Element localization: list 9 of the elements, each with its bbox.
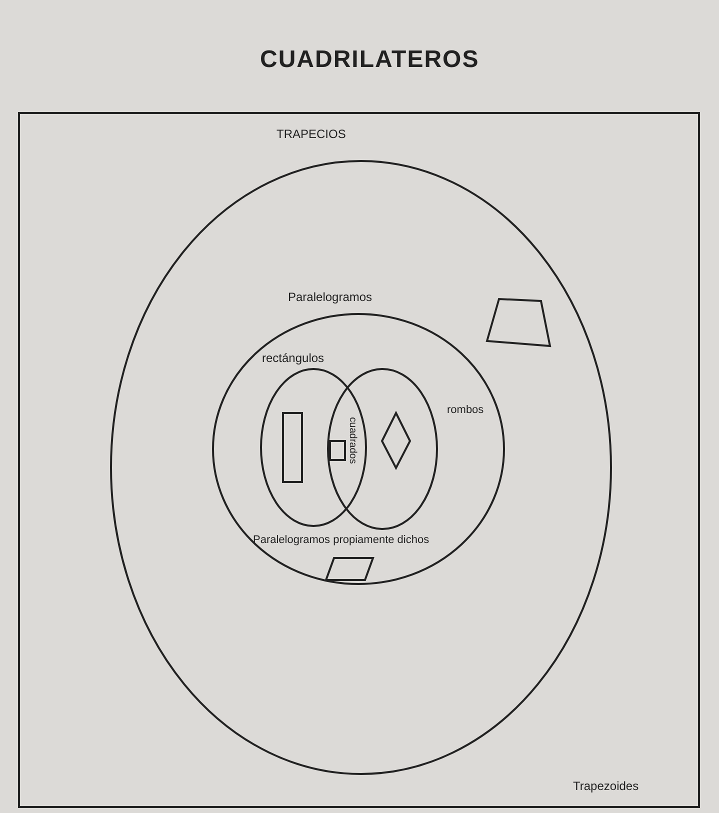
set-label: rombos — [447, 403, 484, 417]
set-label: Paralelogramos — [288, 290, 372, 304]
region-label: Paralelogramos propiamente dichos — [253, 533, 430, 547]
set-label: TRAPECIOS — [276, 127, 346, 141]
intersection-label: cuadrados — [346, 416, 358, 464]
outer-frame — [18, 112, 700, 808]
set-label: rectángulos — [262, 351, 324, 365]
diagram-title: CUADRILATEROS — [260, 46, 480, 74]
region-label: Trapezoides — [573, 779, 639, 793]
